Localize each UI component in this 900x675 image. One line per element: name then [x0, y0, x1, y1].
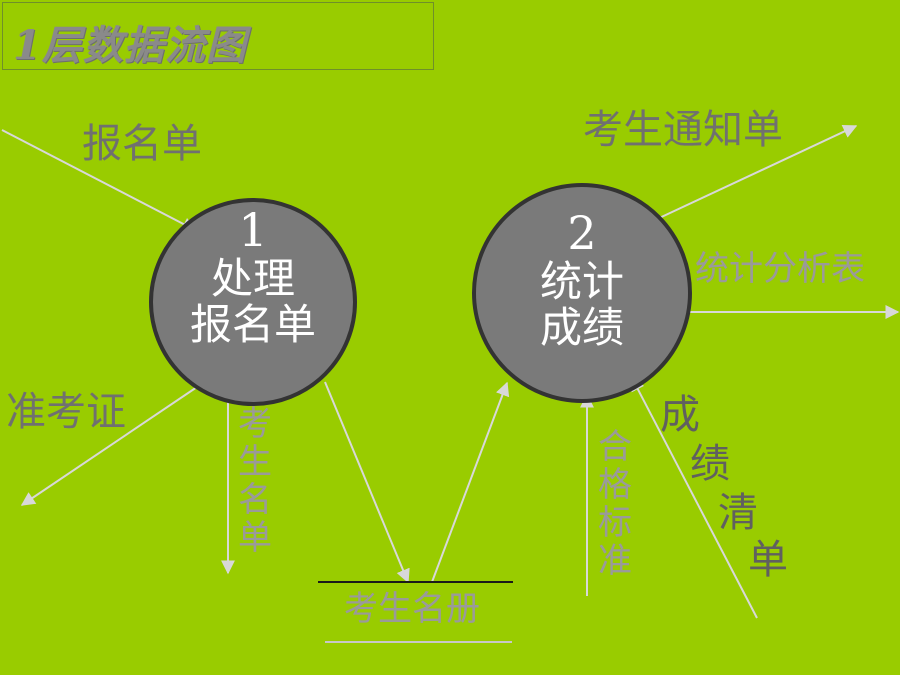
process-1-line-1: 处理: [210, 253, 295, 303]
process-2-number: 2: [567, 206, 597, 260]
flow-label-score-list-char-1: 成: [660, 392, 700, 438]
pass-standard-char-4: 准: [598, 541, 632, 582]
process-circle-2: [472, 183, 692, 403]
student-list-char-4: 单: [238, 518, 272, 559]
flow-arrow-score-list: [631, 376, 758, 619]
flow-label-exam-notice: 考生通知单: [583, 107, 783, 153]
flow-arrow-exam-notice: [654, 124, 858, 221]
flow-label-student-list: 考 生 名 单: [238, 405, 272, 557]
process-1-label: 1 处理 报名单: [153, 205, 353, 348]
flow-arrow-from-store: [431, 381, 510, 583]
student-list-char-2: 生: [238, 442, 272, 483]
flow-label-score-list-char-4: 单: [748, 537, 788, 583]
pass-standard-char-2: 格: [598, 465, 632, 506]
diagram-title: 1层数据流图: [13, 22, 247, 69]
flow-arrow-to-store: [324, 381, 410, 584]
flow-label-admission-ticket: 准考证: [6, 389, 126, 435]
process-2-line-1: 统计: [539, 256, 624, 306]
flow-arrow-registration-form: [1, 129, 197, 231]
pass-standard-char-1: 合: [598, 427, 632, 467]
process-1-number: 1: [238, 203, 268, 257]
student-list-char-1: 考: [238, 404, 272, 444]
flow-label-pass-standard: 合 格 标 准: [598, 428, 632, 580]
title-box: 1层数据流图: [2, 2, 434, 70]
process-1-line-2: 报名单: [189, 299, 316, 349]
pass-standard-char-3: 标: [598, 503, 632, 544]
flow-label-score-list-char-3: 清: [718, 490, 758, 536]
process-2-label: 2 统计 成绩: [482, 208, 682, 351]
flow-label-score-list-char-2: 绩: [690, 441, 730, 487]
flow-label-stats-table: 统计分析表: [695, 249, 865, 289]
flow-arrow-admission-ticket: [20, 384, 201, 506]
data-store-label: 考生名册: [344, 589, 480, 629]
student-list-char-3: 名: [238, 480, 272, 521]
process-2-line-2: 成绩: [539, 302, 624, 352]
flow-label-registration-form: 报名单: [82, 121, 202, 167]
process-circle-1: [149, 198, 357, 406]
